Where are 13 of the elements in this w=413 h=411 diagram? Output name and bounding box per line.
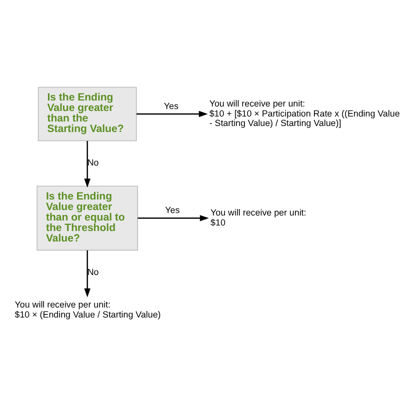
arrow	[136, 110, 208, 117]
node-text: You will receive per unit: $10 × (Ending Value / Starting Value)	[14, 299, 161, 319]
node-box: Is the Ending Value greater than the Starting Value?	[38, 86, 137, 141]
node-text: You will receive per unit: $10	[210, 207, 306, 227]
arrow	[84, 250, 90, 297]
edge-label: Yes	[164, 100, 178, 110]
edge-label: No	[87, 157, 99, 168]
edge-label: No	[87, 266, 99, 277]
arrow	[138, 214, 209, 221]
node-box: Is the Ending Value greater than or equal to the Threshold Value?	[36, 185, 138, 250]
arrow	[84, 140, 90, 188]
edge-label: Yes	[165, 204, 180, 215]
node-text: You will receive per unit: $10 + [$10 × Participation Rate x ((Ending Value - Starting Value) / Starting Value)]	[209, 98, 400, 128]
